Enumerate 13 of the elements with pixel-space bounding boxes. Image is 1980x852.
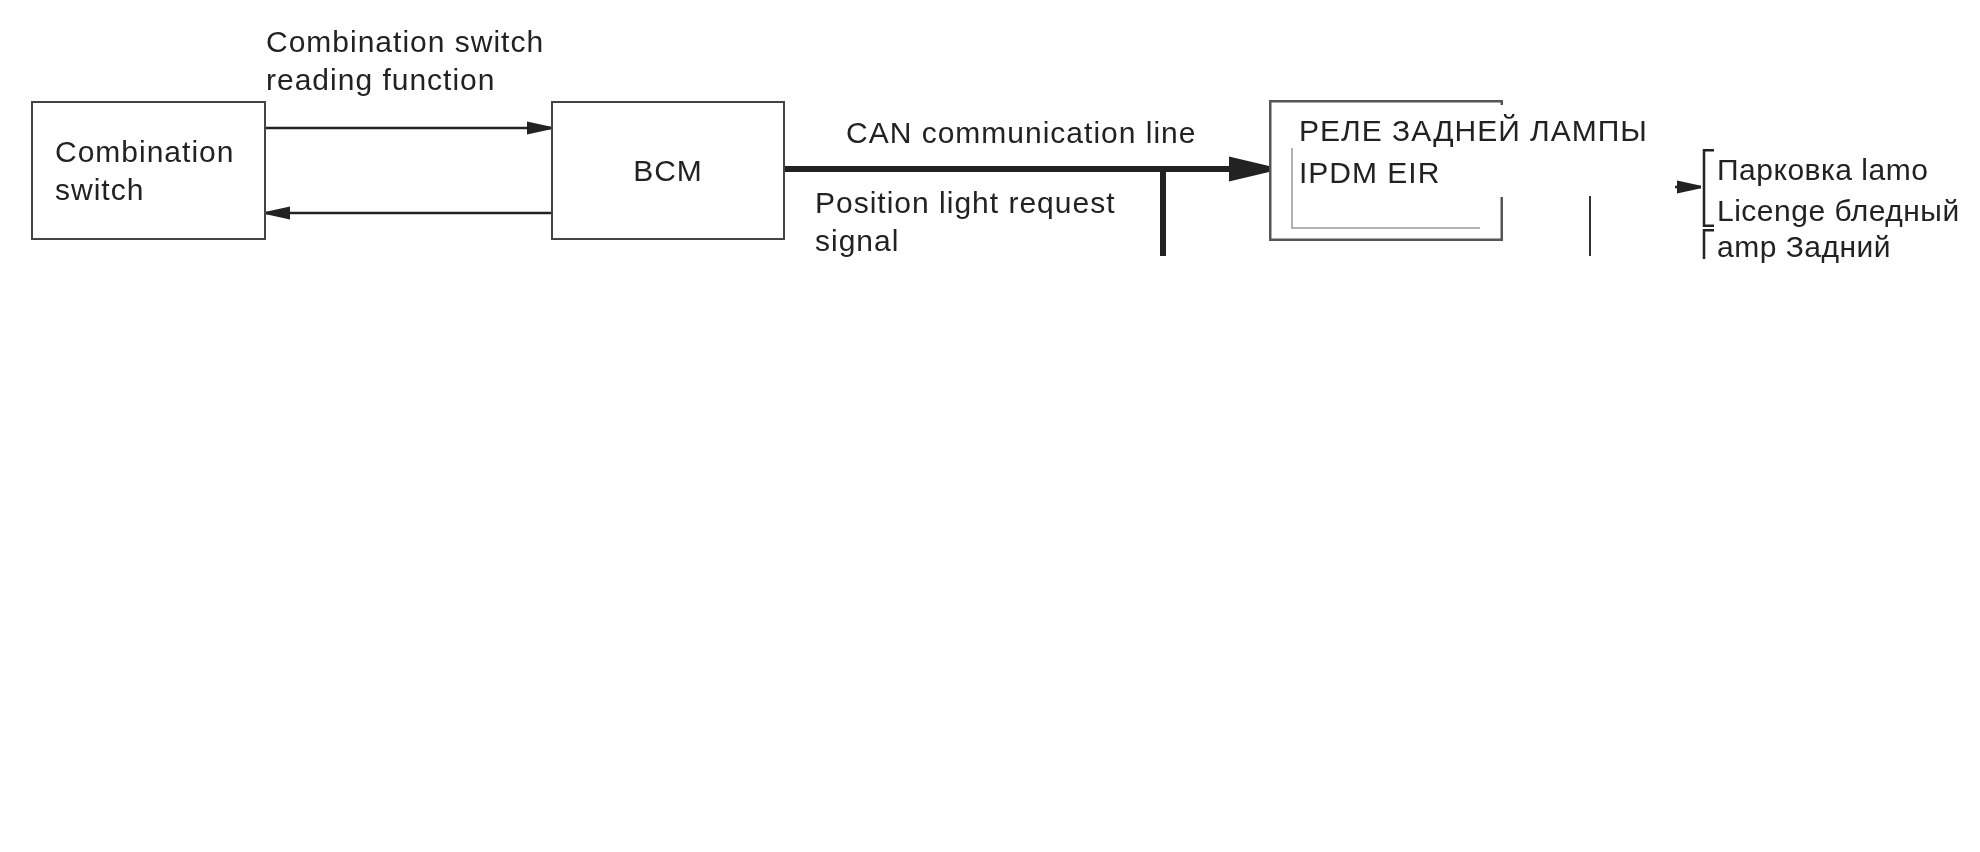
edge-label: CAN communication line — [846, 115, 1197, 151]
box-label: Combination switch — [55, 133, 236, 208]
box-label: BCM — [633, 152, 703, 189]
list-item: amp Задний — [1717, 229, 1892, 265]
box-label: РЕЛЕ ЗАДНЕЙ ЛАМПЫ — [1299, 113, 1648, 149]
process-box — [31, 101, 266, 240]
edge-label: Combination switch reading function — [266, 24, 546, 98]
list-item: Licenge бледный — [1717, 192, 1960, 229]
list-item: Парковка lamo — [1717, 151, 1929, 188]
annotation-text: Position light request signal — [815, 185, 1117, 259]
connector-line — [785, 166, 1166, 256]
process-box — [551, 101, 785, 240]
box-label: IPDM EIR — [1299, 155, 1441, 191]
